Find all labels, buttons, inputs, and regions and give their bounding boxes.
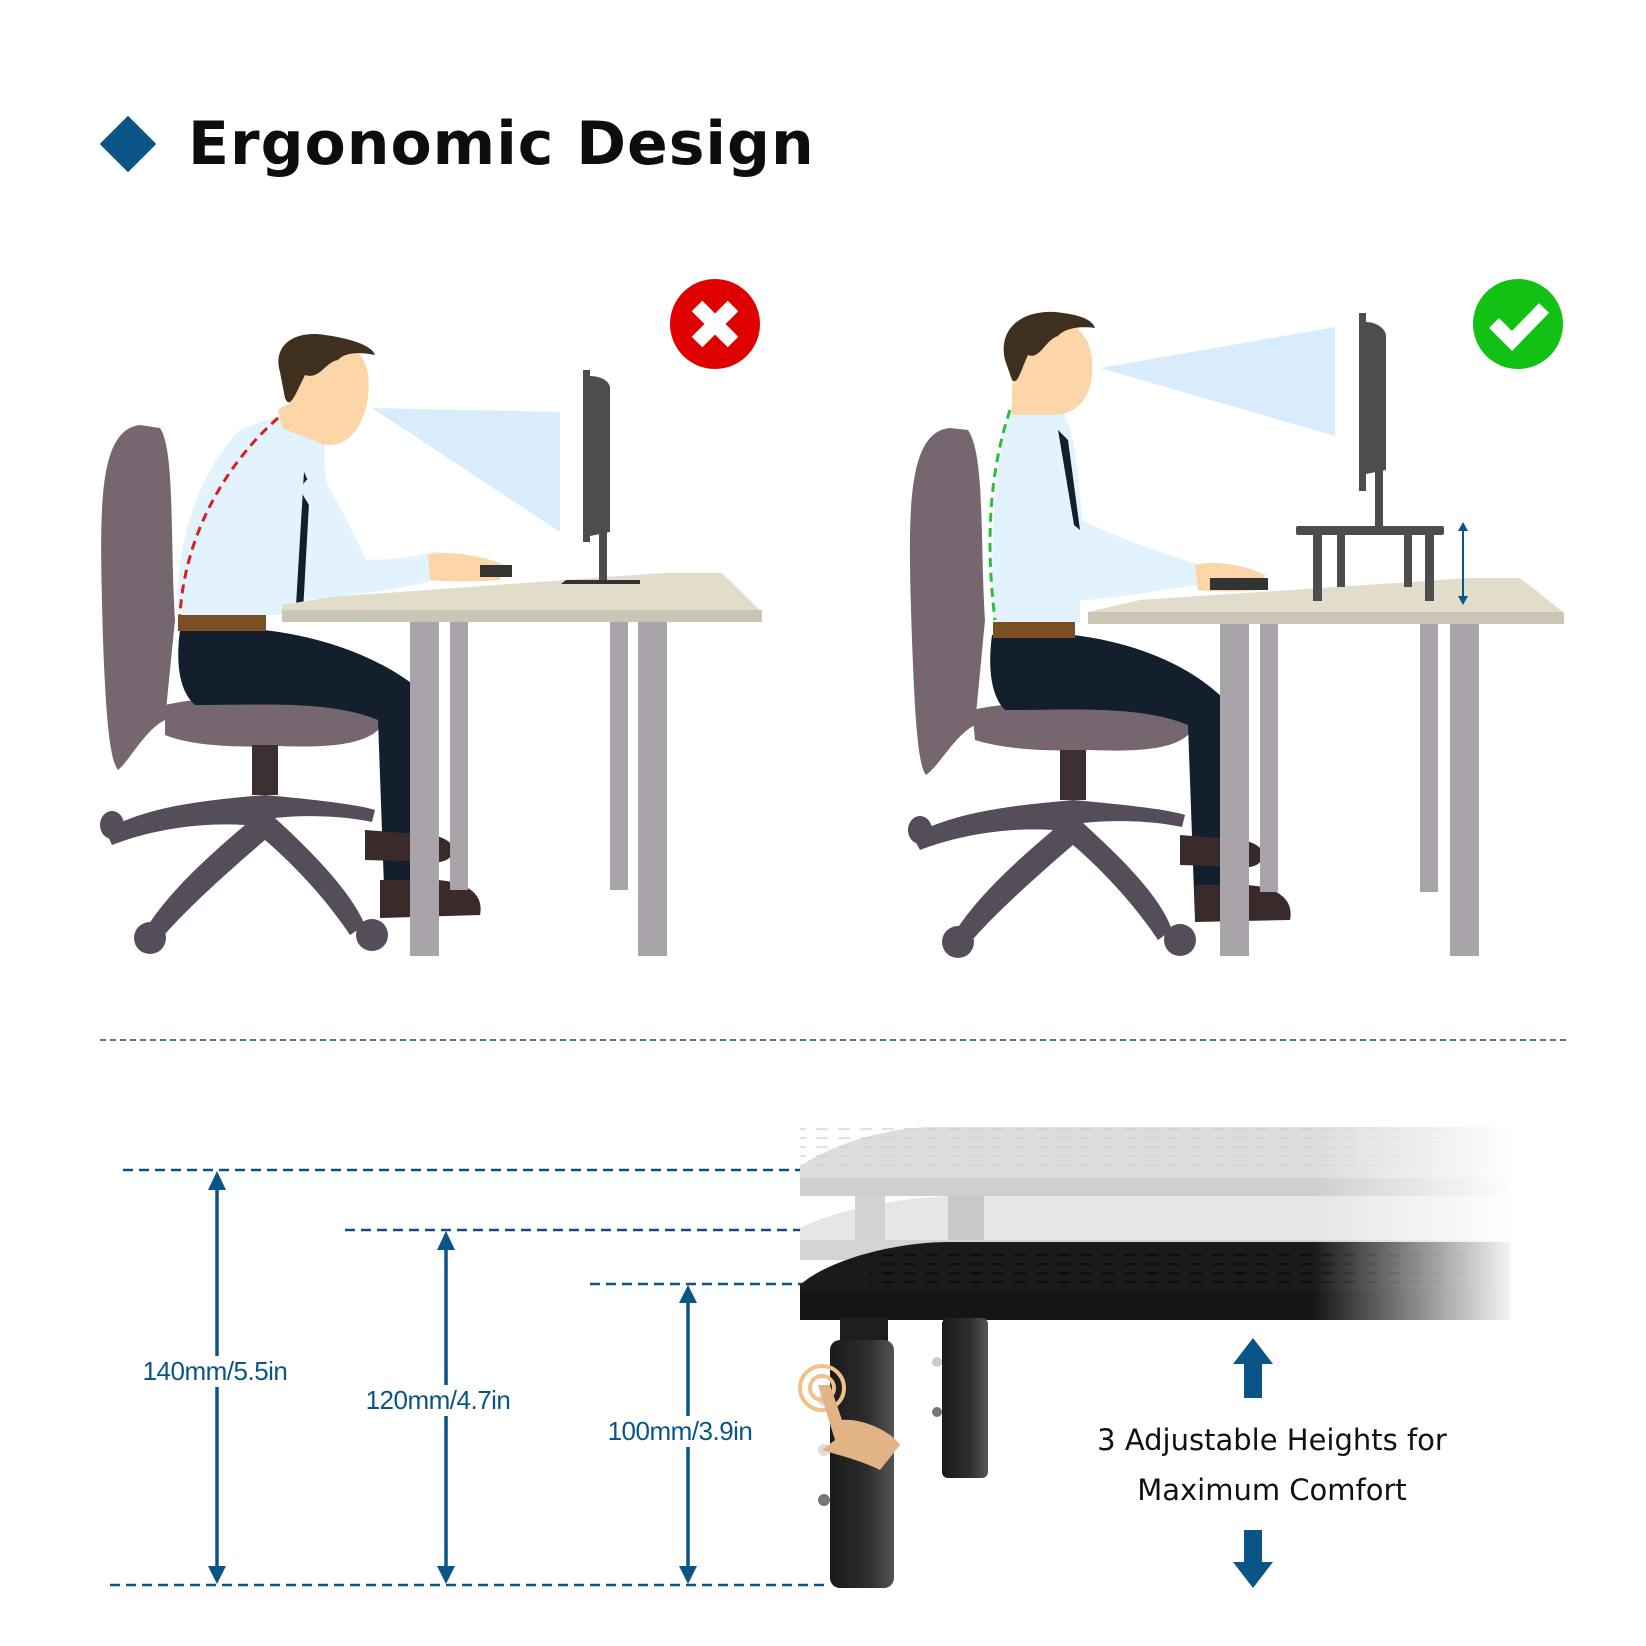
x-mark-icon xyxy=(670,279,760,369)
mini-monitor-stand xyxy=(1296,526,1444,535)
height-label-120: 120mm/4.7in xyxy=(361,1385,515,1416)
pants xyxy=(178,627,420,915)
caption-line-1: 3 Adjustable Heights for xyxy=(1097,1423,1447,1457)
height-label-140: 140mm/5.5in xyxy=(138,1356,292,1387)
monitor-stand-product xyxy=(780,1120,1520,1588)
dimension-lines xyxy=(110,1168,830,1587)
arrow-down-icon xyxy=(1233,1530,1273,1588)
chair-base xyxy=(105,795,375,940)
header: Ergonomic Design xyxy=(98,104,815,184)
scene-correct xyxy=(908,279,1564,958)
page-title: Ergonomic Design xyxy=(188,109,815,179)
chair-back xyxy=(101,425,175,770)
scene-incorrect xyxy=(100,279,762,956)
chair-seat xyxy=(165,697,385,747)
arrow-up-icon xyxy=(1233,1338,1273,1398)
hand-tap-icon xyxy=(798,1364,900,1470)
check-mark-icon xyxy=(1473,279,1563,369)
adjustable-heights-caption: 3 Adjustable Heights for Maximum Comfort xyxy=(1072,1415,1472,1515)
spine-line-incorrect xyxy=(178,416,279,616)
caption-line-2: Maximum Comfort xyxy=(1137,1473,1407,1507)
height-label-100: 100mm/3.9in xyxy=(603,1416,757,1447)
sight-cone xyxy=(372,408,560,532)
desk-top xyxy=(282,573,762,620)
hair xyxy=(278,334,375,403)
spine-line-correct xyxy=(988,409,1012,621)
